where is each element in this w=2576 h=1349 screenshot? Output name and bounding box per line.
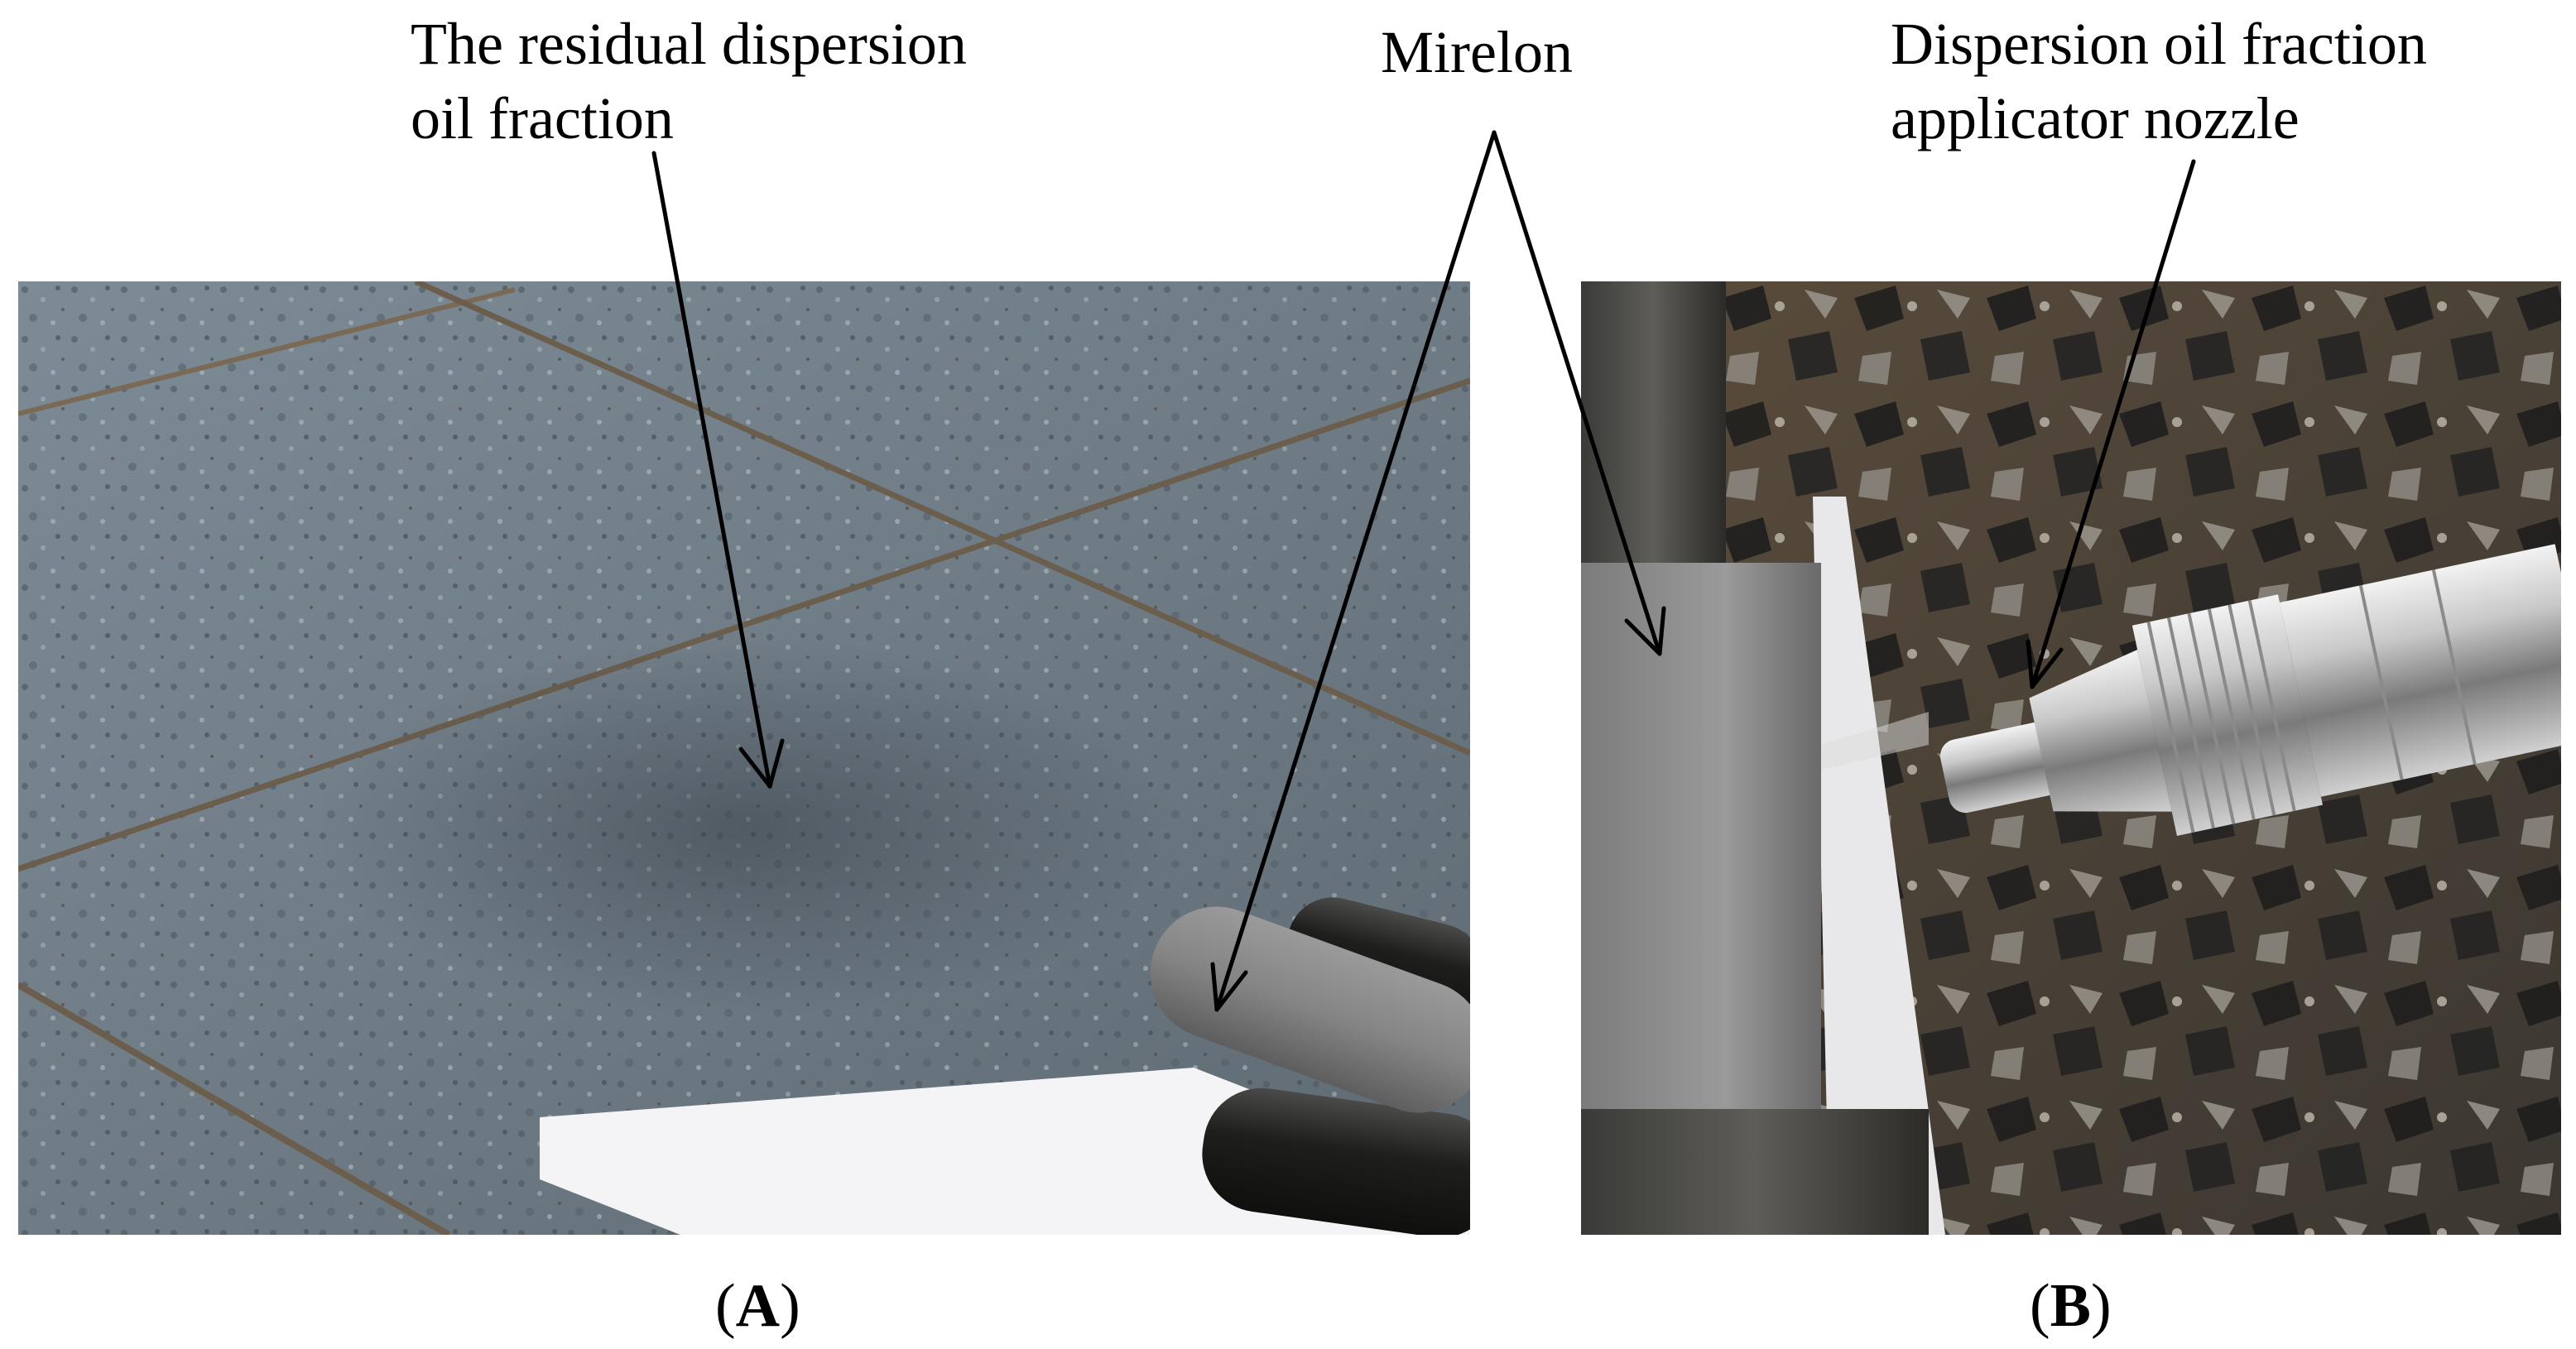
residual-oil-label: The residual dispersion oil fraction bbox=[411, 7, 967, 156]
residual-oil-label-line2: oil fraction bbox=[411, 85, 674, 151]
nozzle-label-line2: applicator nozzle bbox=[1891, 85, 2300, 151]
caption-b-open: ( bbox=[2030, 1272, 2050, 1340]
photo-b-nozzle-closeup bbox=[1581, 281, 2561, 1235]
photo-a-floor-with-roller bbox=[18, 281, 1470, 1235]
caption-a: (A) bbox=[715, 1273, 800, 1339]
caption-a-close: ) bbox=[780, 1272, 800, 1340]
caption-b: (B) bbox=[2030, 1273, 2112, 1339]
caption-b-close: ) bbox=[2091, 1272, 2112, 1340]
residual-oil-label-line1: The residual dispersion bbox=[411, 11, 967, 77]
nozzle-label-line1: Dispersion oil fraction bbox=[1891, 11, 2427, 77]
caption-a-letter: A bbox=[735, 1272, 781, 1340]
nozzle-label: Dispersion oil fraction applicator nozzl… bbox=[1891, 7, 2427, 156]
mirelon-label: Mirelon bbox=[1381, 19, 1573, 85]
caption-b-letter: B bbox=[2050, 1272, 2092, 1340]
caption-a-open: ( bbox=[715, 1272, 736, 1340]
